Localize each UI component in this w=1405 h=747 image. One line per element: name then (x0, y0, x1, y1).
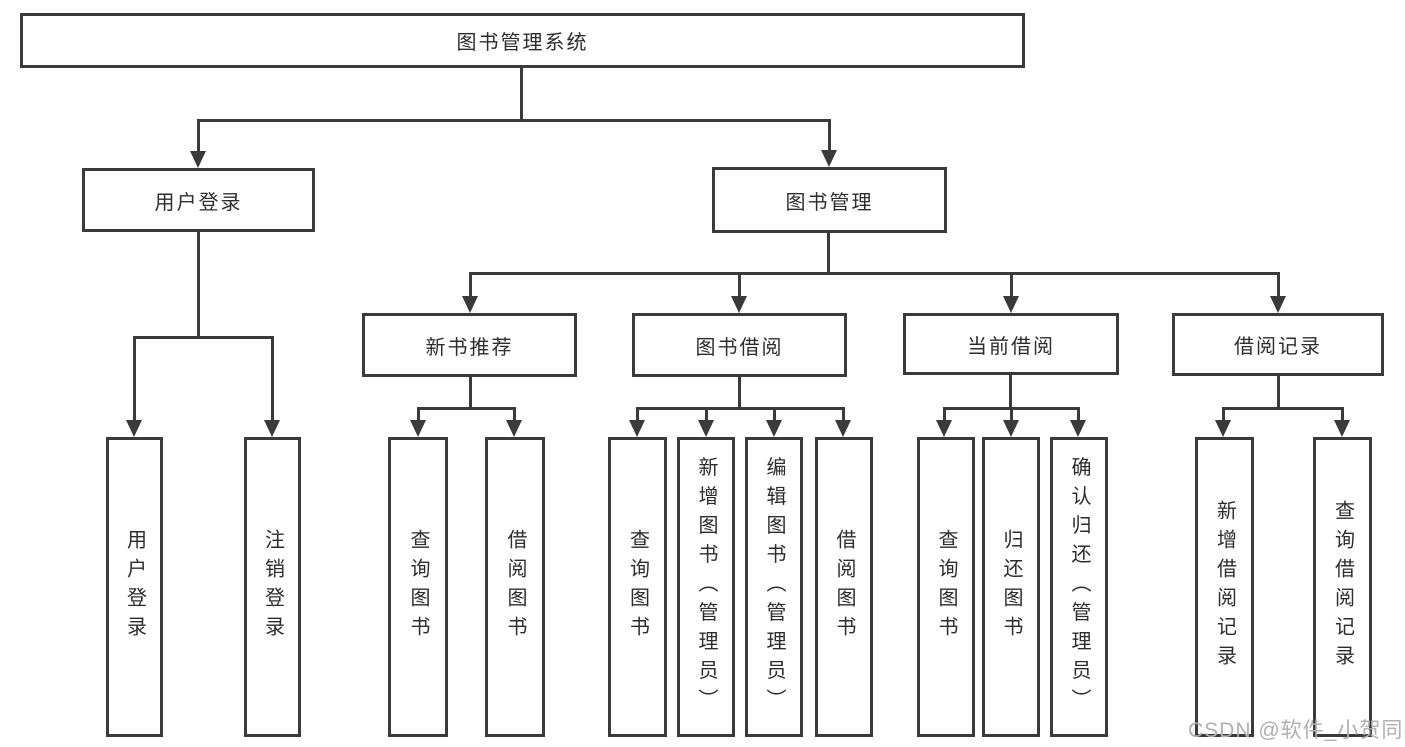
node-leaf-borrow-books-2: 借阅图书 (815, 437, 873, 737)
connector-to-leaf (842, 407, 845, 423)
connector-to-leaf (133, 336, 136, 421)
leaf-label: 查询图书 (626, 529, 649, 645)
connector-book-borrow-drop (738, 377, 741, 407)
watermark-text: CSDN @软件_小贺同学 (1188, 719, 1405, 742)
connector-to-leaf (1077, 407, 1080, 423)
arrow-down-icon (126, 420, 142, 437)
arrow-down-icon (698, 420, 714, 437)
connector-root-span (197, 119, 831, 122)
connector-to-leaf (636, 407, 639, 423)
node-leaf-add-books-admin: 新增图书（管理员） (677, 437, 735, 737)
arrow-down-icon (410, 420, 426, 437)
leaf-label: 新增图书（管理员） (695, 456, 717, 718)
node-leaf-user-login: 用户登录 (106, 437, 163, 737)
node-leaf-add-borrow-record: 新增借阅记录 (1195, 437, 1254, 737)
leaf-label: 编辑图书（管理员） (763, 456, 785, 718)
arrow-down-icon (1270, 296, 1286, 313)
leaf-label: 归还图书 (1000, 529, 1022, 645)
leaf-label: 注销登录 (261, 529, 284, 645)
connector-book-borrow-span (636, 407, 844, 410)
leaf-label: 查询借阅记录 (1331, 500, 1354, 674)
connector-to-current-borrow (1010, 272, 1013, 298)
connector-to-leaf (1010, 407, 1013, 423)
leaf-label: 查询图书 (407, 529, 429, 645)
node-borrowing-records: 借阅记录 (1172, 313, 1384, 376)
connector-user-login-span (133, 336, 273, 339)
connector-current-borrow-drop (1009, 375, 1012, 407)
node-current-borrowing-label: 当前借阅 (967, 335, 1055, 358)
arrow-down-icon (1003, 296, 1019, 313)
connector-to-leaf (271, 336, 274, 421)
connector-to-leaf (943, 407, 946, 423)
leaf-label: 查询图书 (935, 529, 957, 645)
connector-borrow-records-drop (1277, 376, 1280, 407)
node-current-borrowing: 当前借阅 (903, 313, 1119, 375)
leaf-label: 借阅图书 (833, 529, 855, 645)
node-leaf-logout: 注销登录 (244, 437, 301, 737)
arrow-down-icon (766, 420, 782, 437)
connector-to-borrow-records (1277, 272, 1280, 298)
connector-to-leaf (1222, 407, 1225, 423)
leaf-label: 用户登录 (123, 529, 146, 645)
connector-to-leaf (417, 407, 420, 423)
connector-to-leaf (513, 407, 516, 423)
arrow-down-icon (731, 296, 747, 313)
connector-to-book-management (828, 119, 831, 151)
connector-to-leaf (773, 407, 776, 423)
connector-to-book-borrow (738, 272, 741, 298)
arrow-down-icon (1334, 420, 1350, 437)
node-user-login-label: 用户登录 (154, 191, 243, 214)
connector-book-management-drop (827, 233, 830, 272)
node-root: 图书管理系统 (20, 13, 1025, 68)
node-new-book-recommend: 新书推荐 (362, 313, 577, 377)
arrow-down-icon (506, 420, 522, 437)
connector-to-user-login (197, 119, 200, 152)
node-user-login: 用户登录 (82, 168, 315, 232)
arrow-down-icon (629, 420, 645, 437)
arrow-down-icon (936, 420, 952, 437)
node-borrowing-records-label: 借阅记录 (1234, 336, 1322, 358)
arrow-down-icon (264, 420, 280, 437)
node-book-borrowing: 图书借阅 (632, 313, 847, 377)
arrow-down-icon (1070, 420, 1086, 437)
connector-book-management-span (469, 272, 1280, 275)
node-root-label: 图书管理系统 (456, 32, 589, 54)
leaf-label: 新增借阅记录 (1213, 500, 1236, 674)
node-new-book-recommend-label: 新书推荐 (425, 336, 514, 359)
connector-root-drop (520, 68, 523, 119)
arrow-down-icon (835, 420, 851, 437)
node-leaf-edit-books-admin: 编辑图书（管理员） (745, 437, 803, 737)
connector-borrow-records-span (1222, 407, 1343, 410)
node-leaf-borrow-books-1: 借阅图书 (485, 437, 545, 737)
node-leaf-query-borrow-record: 查询借阅记录 (1313, 437, 1372, 737)
leaf-label: 借阅图书 (504, 529, 526, 645)
connector-to-leaf (705, 407, 708, 423)
arrow-down-icon (190, 151, 206, 168)
leaf-label: 确认归还（管理员） (1068, 456, 1090, 718)
arrow-down-icon (821, 150, 837, 167)
connector-user-login-drop (197, 232, 200, 336)
arrow-down-icon (1003, 420, 1019, 437)
node-book-management: 图书管理 (712, 167, 947, 233)
node-leaf-query-books-3: 查询图书 (917, 437, 975, 737)
arrow-down-icon (462, 296, 478, 313)
arrow-down-icon (1215, 420, 1231, 437)
connector-to-new-book (469, 272, 472, 298)
node-leaf-confirm-return-admin: 确认归还（管理员） (1050, 437, 1108, 737)
node-book-borrowing-label: 图书借阅 (695, 336, 784, 359)
connector-new-book-span (417, 407, 515, 410)
node-leaf-query-books-2: 查询图书 (608, 437, 667, 737)
node-leaf-query-books-1: 查询图书 (388, 437, 448, 737)
node-book-management-label: 图书管理 (785, 191, 874, 214)
node-leaf-return-books: 归还图书 (982, 437, 1040, 737)
connector-new-book-drop (469, 377, 472, 407)
connector-to-leaf (1341, 407, 1344, 423)
